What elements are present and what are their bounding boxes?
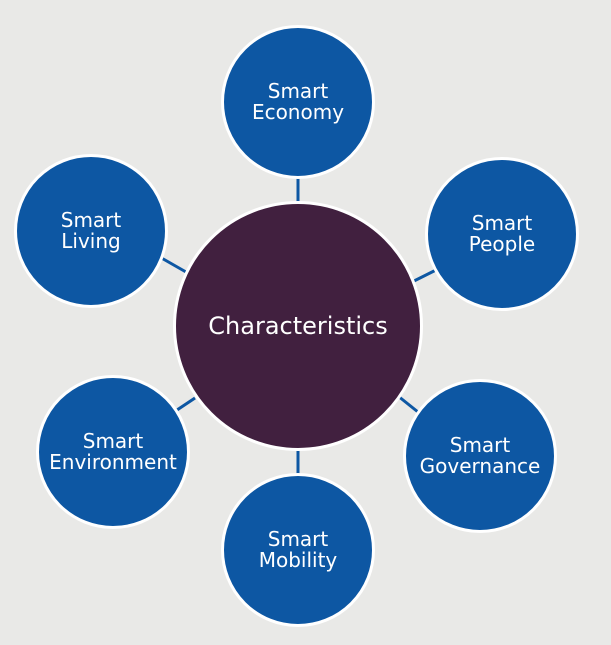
node-label-line1: Smart (267, 79, 329, 103)
node-smart-living: Smart Living (14, 154, 168, 308)
node-label-line1: Smart (82, 429, 144, 453)
node-label-line1: Smart (449, 433, 511, 457)
node-label-line2: Governance (419, 454, 541, 478)
node-smart-economy: Smart Economy (221, 25, 375, 179)
hub-circle: Characteristics (173, 201, 423, 451)
node-label-line2: Environment (49, 450, 177, 474)
node-label-line2: People (468, 232, 536, 256)
node-label-line2: Mobility (258, 548, 338, 572)
node-label-line1: Smart (267, 527, 329, 551)
node-label-line2: Living (61, 229, 121, 253)
node-label-line1: Smart (471, 211, 533, 235)
hub-label: Characteristics (208, 312, 388, 340)
node-smart-mobility: Smart Mobility (221, 473, 375, 627)
node-label-line1: Smart (60, 208, 122, 232)
connector-governance (397, 394, 419, 414)
node-smart-people: Smart People (425, 157, 579, 311)
node-smart-governance: Smart Governance (403, 379, 557, 533)
node-label-line2: Economy (251, 100, 345, 124)
node-smart-environment: Smart Environment (36, 375, 190, 529)
